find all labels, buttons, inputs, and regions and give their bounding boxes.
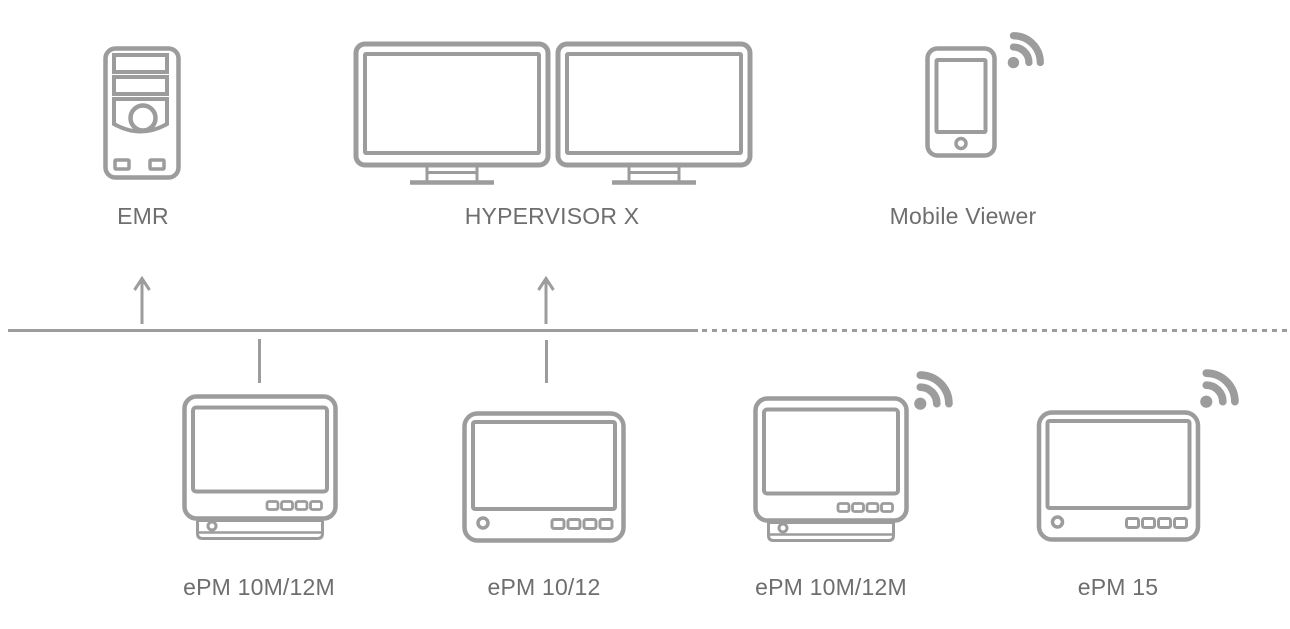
emr-label: EMR [117, 203, 169, 229]
patient-monitor-icon [462, 411, 626, 543]
hypervisor-x-label: HYPERVISOR X [464, 203, 640, 229]
computer-tower-icon [103, 46, 181, 182]
patient-monitor-docked-icon [752, 396, 910, 544]
smartphone-icon [925, 46, 997, 158]
wireless-network-dashed-line [702, 329, 1290, 332]
mobile-viewer-label: Mobile Viewer [889, 203, 1037, 229]
wifi-signal-icon [906, 352, 972, 418]
epm-15-label: ePM 15 [1077, 574, 1159, 600]
desktop-monitor-right-icon [555, 41, 753, 187]
patient-monitor-icon [1036, 410, 1201, 542]
epm-10m-12m-wired-label: ePM 10M/12M [183, 574, 335, 600]
wired-connector-epm2 [544, 340, 548, 383]
patient-monitor-docked-icon [182, 394, 338, 542]
desktop-monitor-left-icon [353, 41, 551, 187]
up-arrow-to-emr-icon [131, 274, 153, 326]
wifi-signal-icon [1192, 350, 1258, 416]
wifi-signal-icon [1000, 14, 1062, 76]
wired-connector-epm1 [257, 339, 261, 383]
up-arrow-to-hypervisor-icon [535, 274, 557, 326]
wired-network-line [8, 329, 698, 332]
epm-10m-12m-wireless-label: ePM 10M/12M [755, 574, 907, 600]
epm-10-12-label: ePM 10/12 [487, 574, 601, 600]
